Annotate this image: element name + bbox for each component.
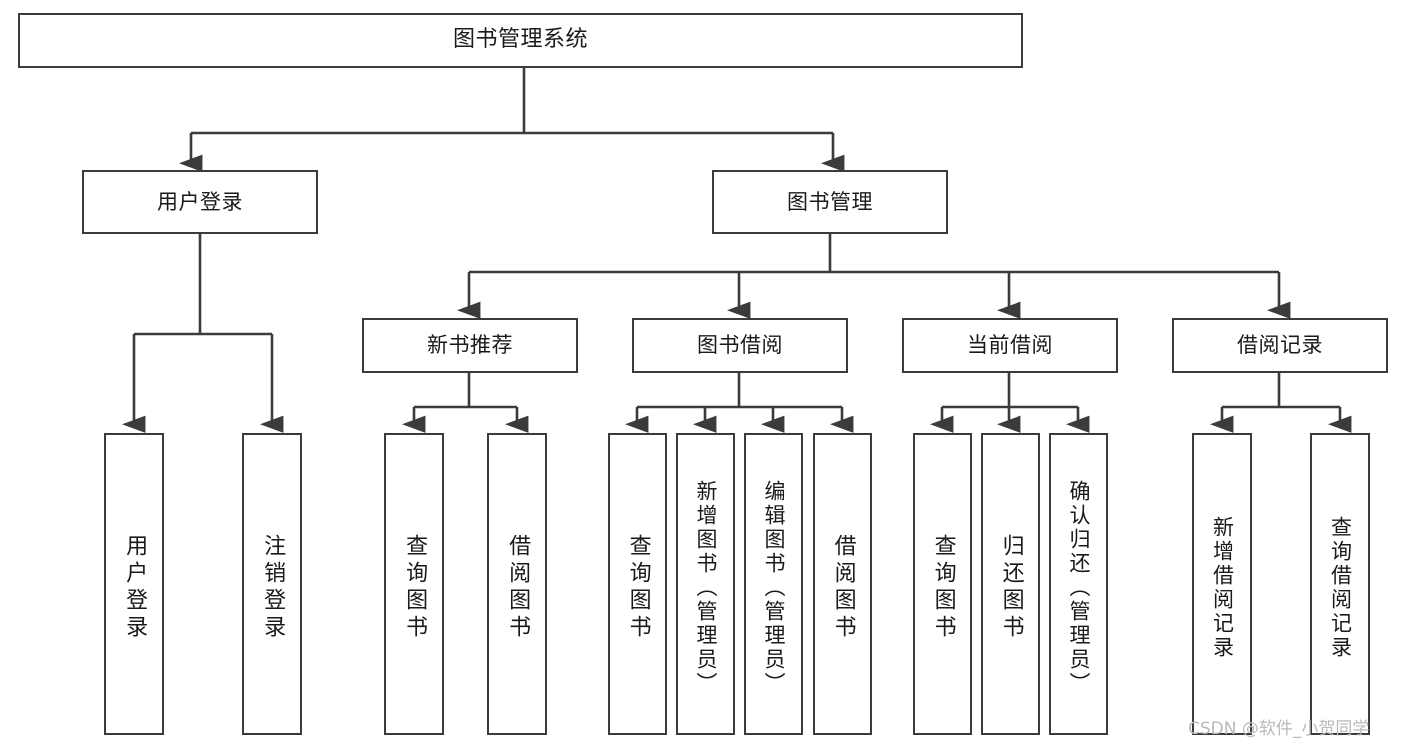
node-book-management[interactable]: 图书管理 (712, 170, 948, 234)
node-label: 查询图书 (625, 534, 651, 642)
node-current-borrow[interactable]: 当前借阅 (902, 318, 1118, 373)
node-label: 图书管理 (787, 189, 873, 214)
node-label: 用户登录 (157, 189, 243, 214)
node-leaf-return-book[interactable]: 归还图书 (981, 433, 1040, 735)
node-label: 编辑图书（管理员） (762, 480, 787, 696)
node-leaf-query-borrow-record[interactable]: 查询借阅记录 (1310, 433, 1370, 735)
node-label: 查询图书 (930, 534, 956, 642)
node-leaf-borrow-book[interactable]: 借阅图书 (813, 433, 872, 735)
node-leaf-logout-login[interactable]: 注销登录 (242, 433, 302, 735)
node-borrow-record[interactable]: 借阅记录 (1172, 318, 1388, 373)
node-label: 注销登录 (260, 534, 286, 642)
node-leaf-query-book-borrow[interactable]: 查询图书 (608, 433, 667, 735)
node-label: 归还图书 (998, 534, 1024, 642)
node-label: 借阅记录 (1237, 333, 1323, 358)
node-leaf-query-book-recommend[interactable]: 查询图书 (384, 433, 444, 735)
node-label: 借阅图书 (830, 534, 856, 642)
node-user-login[interactable]: 用户登录 (82, 170, 318, 234)
node-leaf-add-book[interactable]: 新增图书（管理员） (676, 433, 735, 735)
node-leaf-query-book-current[interactable]: 查询图书 (913, 433, 972, 735)
node-leaf-confirm-return[interactable]: 确认归还（管理员） (1049, 433, 1108, 735)
node-leaf-user-login[interactable]: 用户登录 (104, 433, 164, 735)
node-label: 查询借阅记录 (1328, 516, 1353, 660)
node-label: 图书管理系统 (452, 27, 588, 53)
node-book-borrow[interactable]: 图书借阅 (632, 318, 848, 373)
node-label: 新增图书（管理员） (694, 480, 719, 696)
node-new-book-recommend[interactable]: 新书推荐 (362, 318, 578, 373)
watermark-text: CSDN @软件_小贺同学 (1188, 719, 1370, 739)
node-label: 新书推荐 (427, 333, 513, 358)
node-label: 当前借阅 (967, 333, 1053, 358)
node-label: 查询图书 (402, 534, 428, 642)
node-root-book-management-system[interactable]: 图书管理系统 (18, 13, 1023, 68)
node-leaf-edit-book[interactable]: 编辑图书（管理员） (744, 433, 803, 735)
node-label: 图书借阅 (697, 333, 783, 358)
node-leaf-borrow-book-recommend[interactable]: 借阅图书 (487, 433, 547, 735)
node-label: 借阅图书 (505, 534, 531, 642)
node-leaf-add-borrow-record[interactable]: 新增借阅记录 (1192, 433, 1252, 735)
node-label: 确认归还（管理员） (1067, 480, 1092, 696)
node-label: 新增借阅记录 (1210, 516, 1235, 660)
node-label: 用户登录 (122, 534, 148, 642)
